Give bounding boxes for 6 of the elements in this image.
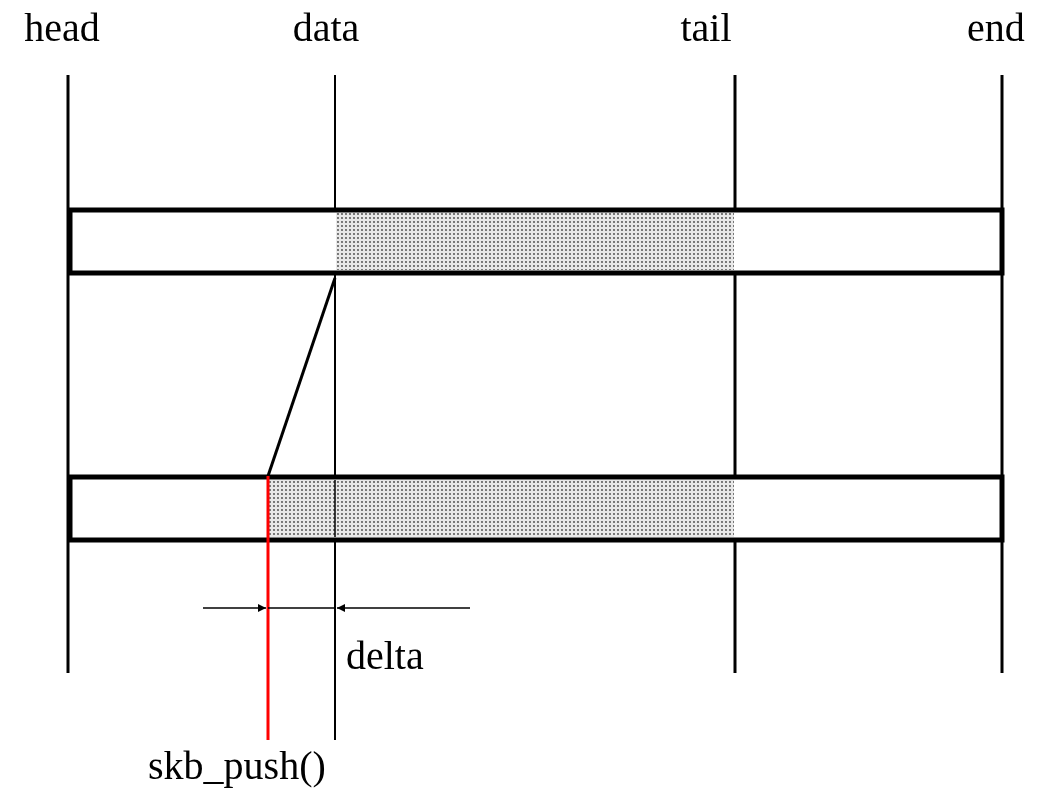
label-text: delta xyxy=(346,632,424,680)
label-text: skb_push() xyxy=(148,742,326,790)
label-text: tail xyxy=(680,4,732,52)
label-text: end xyxy=(967,4,1025,52)
label-text: head xyxy=(24,4,100,52)
label-text: data xyxy=(292,4,360,52)
